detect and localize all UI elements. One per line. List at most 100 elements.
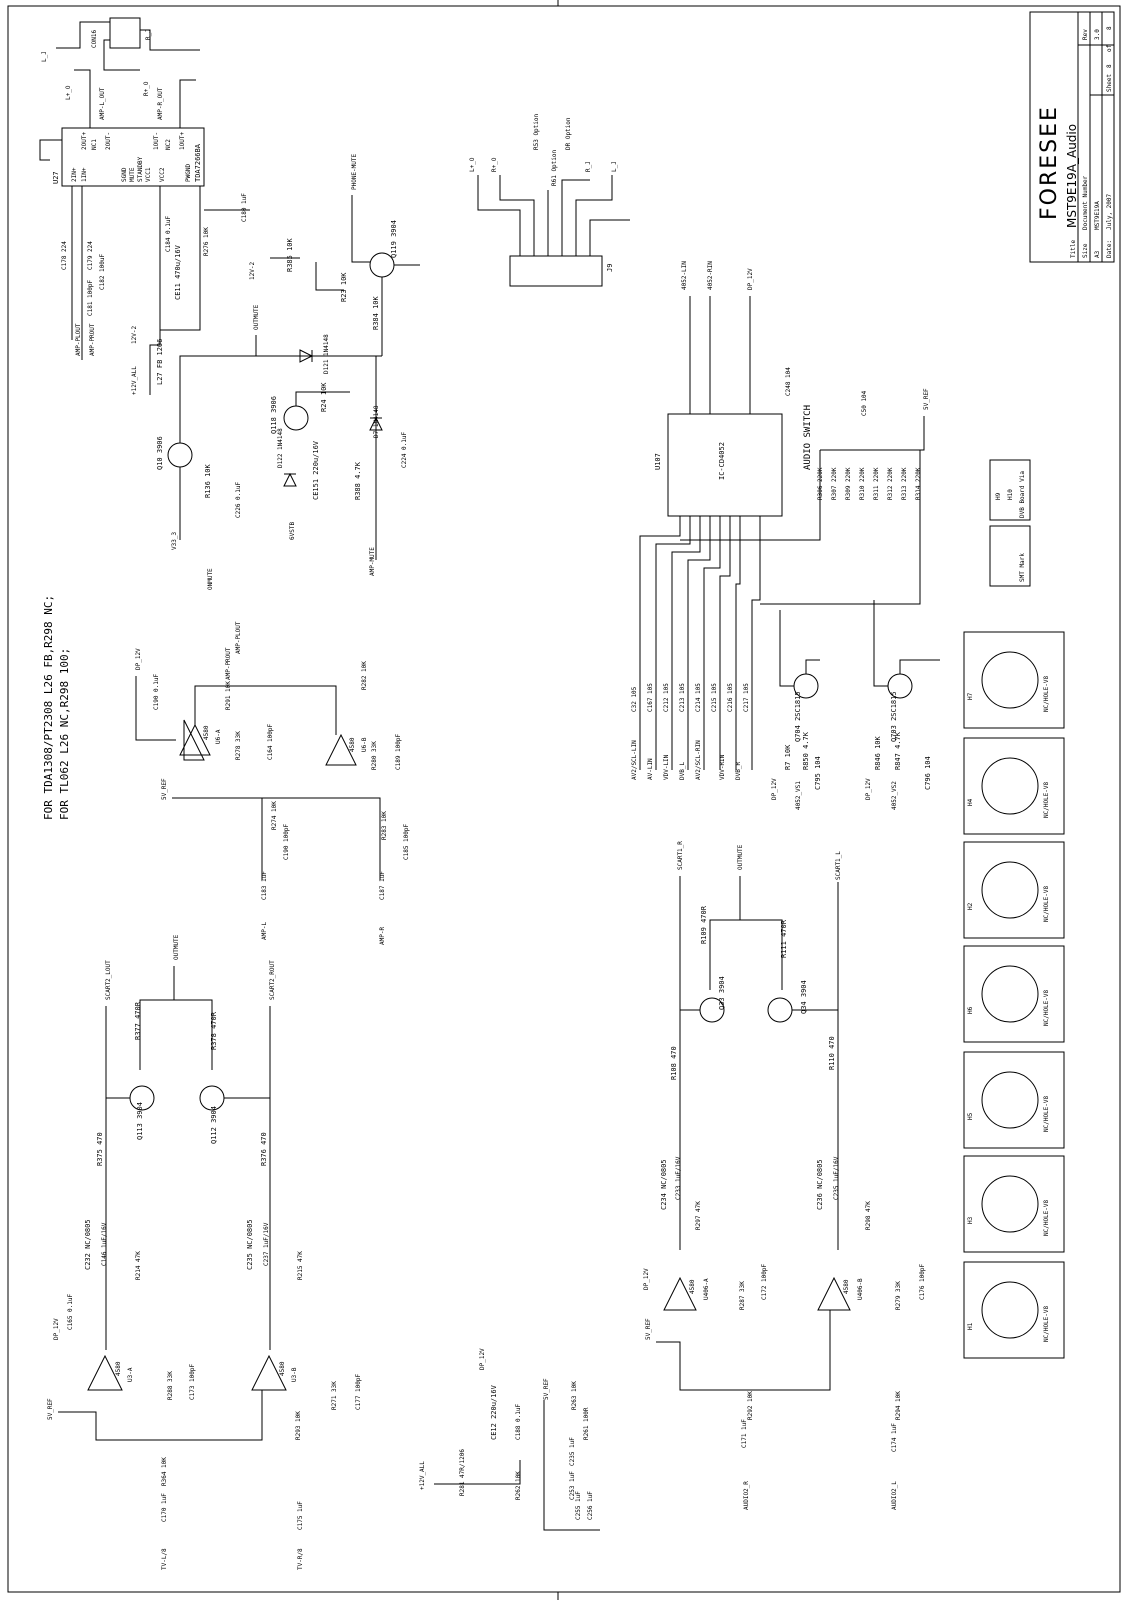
size-value: A3	[1094, 250, 1101, 258]
sheets-total: 8	[1106, 26, 1113, 30]
net-amp-prout-u6: AMP-PROUT	[225, 647, 232, 680]
net-r-j-j9: R_J	[585, 161, 592, 172]
net-av2-scl-rin: AV2/SCL-RIN	[695, 740, 702, 780]
sheet-frame	[7, 5, 1121, 1593]
r310: R310 220K	[859, 467, 866, 500]
c188: C188 0.1uF	[515, 1403, 522, 1440]
r23: R23 10K	[340, 272, 348, 302]
u27-pin-13: 1OUT+	[179, 132, 186, 150]
net-l-o-j9: L+_O	[469, 157, 476, 172]
u6a-opamp	[183, 719, 205, 761]
r313: R313 220K	[901, 467, 908, 500]
c256: C256 1uF	[587, 1491, 594, 1520]
c236: C236 NC/0805	[816, 1159, 824, 1210]
net-dp12v-e: DP_12V	[643, 1268, 650, 1290]
net-4052-rin: 4052-RIN	[707, 261, 714, 290]
net-amp-rout: AMP-R_OUT	[157, 87, 164, 120]
rev-label: Rev	[1082, 29, 1089, 40]
r109: R109 470R	[700, 905, 708, 944]
u27-pin-10: 2OUT+	[81, 132, 88, 150]
u406b-triangle	[817, 1276, 851, 1311]
h2-type: NC/HOLE-V8	[1043, 885, 1050, 922]
c50: C50 104	[861, 390, 868, 416]
u107-ref: U107	[654, 453, 662, 470]
h9-label: H9	[995, 492, 1002, 500]
c182: C182 100uF	[99, 253, 106, 290]
j9-connector-section: J9 L+_O R+_O R_J L_J R53 Option R61 Opti…	[469, 113, 630, 287]
r309: R309 220K	[845, 467, 852, 500]
r283: R283 10K	[381, 811, 388, 840]
note-line-2: FOR TL062 L26 NC,R298 100;	[58, 648, 71, 820]
u6a-triangle	[179, 723, 211, 756]
c232: C232 NC/0805	[84, 1219, 92, 1270]
r263: R263 10K	[571, 1381, 578, 1410]
r388: R388 4.7K	[354, 461, 362, 500]
q34-transistor	[767, 997, 793, 1023]
con16-connector	[109, 17, 141, 49]
rev-value: 3.0	[1094, 29, 1101, 40]
net-scart2-lout: SCART2_LOUT	[105, 960, 112, 1000]
net-l-j-j9: L_J	[611, 161, 618, 172]
date-value: July, 2007	[1106, 193, 1113, 230]
u6a-ref: U6-A	[215, 729, 222, 744]
net-dp12v-a: DP_12V	[747, 268, 754, 290]
q703: Q703 2SC1815	[890, 691, 898, 742]
r847: R847 4.7K	[894, 731, 902, 770]
net-outmute-c: OUTMUTE	[173, 934, 180, 960]
u27-pin-5: STANDBY	[137, 156, 144, 182]
net-l-j: L_J	[41, 51, 48, 62]
net-r-o: R+_O	[143, 81, 150, 96]
r276: R276 10K	[203, 227, 210, 256]
u27-pin-12: 1OUT-	[153, 132, 160, 150]
c235: C235 NC/0805	[246, 1219, 254, 1270]
c190b: C190 100pF	[283, 823, 290, 860]
c796: C796 104	[924, 756, 932, 790]
d122-diode	[283, 472, 297, 487]
scart2-buffer-section: SCART2_LOUT OUTMUTE SCART2_ROUT R377 470…	[47, 934, 362, 1570]
r288: R288 33K	[167, 1371, 174, 1400]
q113: Q113 3904	[136, 1102, 144, 1140]
u3b-ref: U3-B	[291, 1367, 298, 1382]
u6a-part: 4580	[203, 725, 210, 740]
net-4052-lin: 4052-LIN	[681, 261, 688, 290]
u107-ic	[667, 413, 783, 517]
net-dp12v-d: DP_12V	[135, 648, 142, 670]
c178: C178 224	[61, 241, 68, 270]
j9-connector	[509, 255, 603, 287]
u27-pin-6: VCC1	[145, 167, 152, 182]
dvb-board-box	[989, 459, 1031, 521]
h3-ref: H3	[967, 1216, 974, 1224]
q112: Q112 3904	[210, 1106, 218, 1144]
q118: Q118 3906	[270, 396, 278, 434]
q704: Q704 2SC1815	[794, 691, 802, 742]
h1-ref: H1	[967, 1322, 974, 1330]
net-12v-all: +12V_ALL	[131, 366, 138, 395]
net-r-o-j9: R+_O	[491, 157, 498, 172]
r377: R377 470R	[134, 1001, 142, 1040]
r314: R314 220K	[915, 467, 922, 500]
net-tv-l-8: TV-L/8	[161, 1548, 168, 1570]
h4-ref: H4	[967, 798, 974, 806]
net-12v-2-b: 12V-2	[249, 262, 256, 280]
dvb-board-label: DVB Board Via	[1019, 471, 1026, 518]
u3a-part: 4580	[115, 1361, 122, 1376]
q10-transistor	[167, 442, 193, 468]
d122: D122 1N4148	[277, 428, 284, 468]
net-dp12v-b: DP_12V	[771, 778, 778, 800]
c213: C213 105	[679, 683, 686, 712]
c177: C177 100pF	[355, 1373, 362, 1410]
c217: C217 105	[743, 683, 750, 712]
q10: Q10 3906	[156, 436, 164, 470]
sheet-title: MST9E19A_Audio	[1065, 124, 1079, 228]
c176: C176 100pF	[919, 1263, 926, 1300]
net-12v-2-a: 12V-2	[131, 326, 138, 344]
u27-pin-11: 2OUT-	[105, 132, 112, 150]
h6-ref: H6	[967, 1006, 974, 1014]
c226: C226 0.1uF	[235, 481, 242, 518]
c255: C255 1uF	[575, 1491, 582, 1520]
c214: C214 105	[695, 683, 702, 712]
r311: R311 220K	[873, 467, 880, 500]
c180: C180 1uF	[241, 193, 248, 222]
net-6vstb: 6VSTB	[289, 522, 296, 540]
